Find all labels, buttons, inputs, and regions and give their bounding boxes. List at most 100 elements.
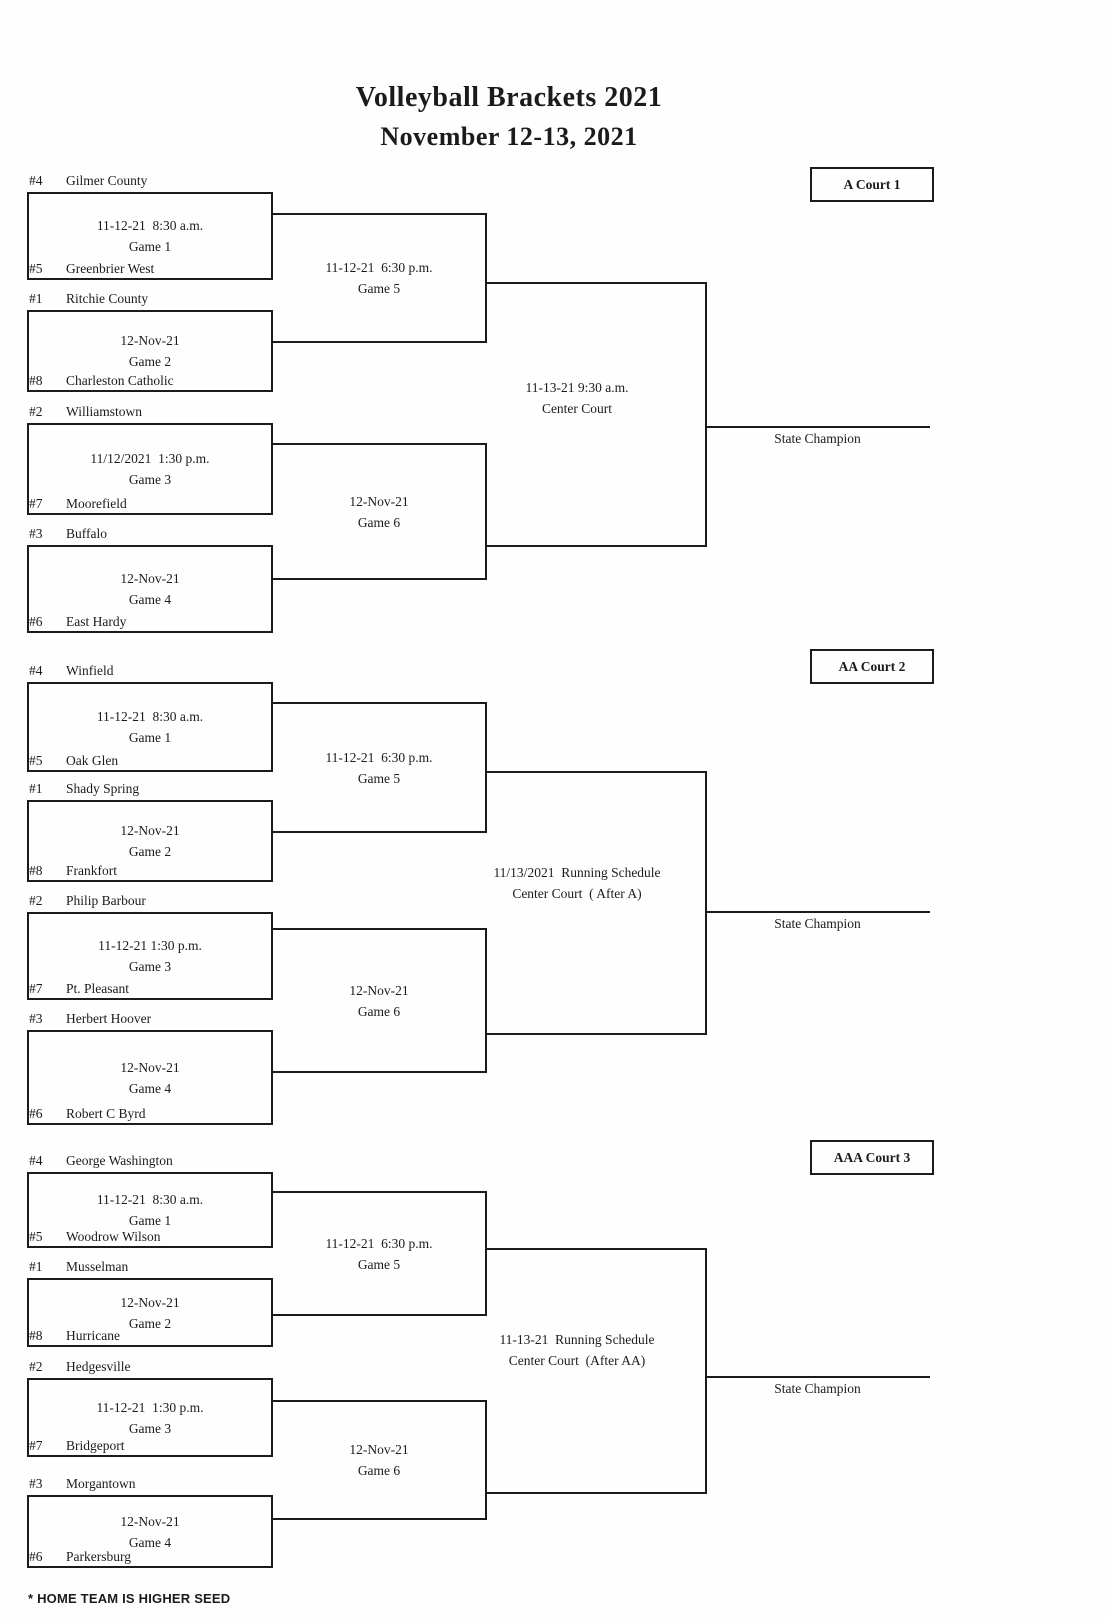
champion-line — [705, 1376, 930, 1378]
court-label: A Court 1 — [843, 176, 901, 192]
team-seed: #4 — [29, 1153, 43, 1168]
team-name: Philip Barbour — [66, 893, 146, 908]
game-when: 11-12-21 6:30 p.m. — [325, 1235, 433, 1251]
game-when: 12-Nov-21 — [349, 982, 409, 998]
game-label: Game 6 — [357, 1463, 401, 1478]
page-title: Volleyball Brackets 2021 — [355, 82, 663, 113]
team-seed: #8 — [29, 373, 43, 388]
game-3-info: 11/12/2021 1:30 p.m.Game 3 — [90, 448, 209, 490]
team-name: Parkersburg — [66, 1549, 131, 1564]
champion-label: State Champion — [774, 1381, 861, 1396]
game-label: Game 2 — [128, 844, 172, 859]
team-seed: #8 — [29, 1328, 43, 1343]
team-name: Williamstown — [66, 404, 142, 419]
team-name: Oak Glen — [66, 753, 119, 768]
team-row: #1 Shady Spring — [27, 781, 273, 800]
game-label: Game 2 — [128, 1315, 172, 1331]
team-seed: #4 — [29, 173, 43, 188]
semifinal-winner-line — [487, 545, 705, 547]
team-name: Hedgesville — [66, 1359, 131, 1374]
team-seed: #2 — [29, 893, 43, 908]
game-label: Game 3 — [128, 1420, 172, 1436]
game-when: 12-Nov-21 — [120, 333, 180, 348]
team-name: Frankfort — [66, 863, 117, 878]
game-1-box: 11-12-21 8:30 a.m.Game 1 — [27, 682, 273, 772]
final-when: 11-13-21 9:30 a.m. — [525, 380, 629, 395]
game-label: Game 4 — [128, 1534, 172, 1550]
game-3-info: 11-12-21 1:30 p.m.Game 3 — [98, 935, 202, 977]
game-3-box: 11-12-21 1:30 p.m.Game 3 — [27, 912, 273, 1000]
team-name: Buffalo — [66, 526, 107, 541]
game-when: 12-Nov-21 — [120, 571, 180, 586]
team-name: Winfield — [66, 663, 114, 678]
team-name: Gilmer County — [66, 173, 148, 188]
team-name: Woodrow Wilson — [66, 1229, 161, 1244]
game-1-box: 11-12-21 8:30 a.m.Game 1 — [27, 192, 273, 280]
game-5-box: 11-12-21 6:30 p.m. Game 5 — [273, 213, 487, 343]
game-5-info: 11-12-21 6:30 p.m.Game 5 — [325, 1233, 432, 1275]
team-seed: #6 — [29, 614, 43, 629]
game-5-box: 11-12-21 6:30 p.m.Game 5 — [273, 1191, 487, 1316]
footnote: * HOME TEAM IS HIGHER SEED — [28, 1591, 231, 1606]
game-label: Game 5 — [357, 281, 401, 296]
court-label-box: AA Court 2 — [810, 649, 934, 684]
team-row: #1 Musselman — [27, 1259, 273, 1278]
final-court: Center Court (After AA) — [508, 1353, 646, 1368]
team-name: Herbert Hoover — [66, 1011, 152, 1026]
team-seed: #7 — [29, 496, 43, 511]
team-seed: #3 — [29, 526, 43, 541]
team-row: #4 Winfield — [27, 663, 273, 682]
game-when: 11-12-21 1:30 p.m. — [96, 1399, 204, 1415]
game-label: Game 6 — [357, 1003, 401, 1019]
team-name: Moorefield — [66, 496, 127, 511]
team-seed: #3 — [29, 1476, 43, 1491]
team-seed: #4 — [29, 663, 43, 678]
team-name: Ritchie County — [66, 291, 149, 306]
semifinal-winner-line — [487, 1492, 705, 1494]
game-when: 12-Nov-21 — [120, 1059, 180, 1075]
team-name: Robert C Byrd — [66, 1106, 146, 1121]
game-1-info: 11-12-21 8:30 a.m.Game 1 — [97, 706, 203, 748]
game-3-box: 11-12-21 1:30 p.m. Game 3 — [27, 1378, 273, 1457]
team-seed: #5 — [29, 1229, 43, 1244]
team-seed: #1 — [29, 781, 43, 796]
final-court: Center Court ( After A) — [512, 886, 642, 901]
court-label-box: AAA Court 3 — [810, 1140, 934, 1175]
game-3-info: 11-12-21 1:30 p.m. Game 3 — [96, 1397, 203, 1439]
team-name: Hurricane — [66, 1328, 120, 1343]
team-seed: #1 — [29, 1259, 43, 1274]
game-1-info: 11-12-21 8:30 a.m.Game 1 — [97, 215, 203, 257]
game-when: 11-12-21 8:30 a.m. — [96, 218, 204, 233]
game-when: 11/12/2021 1:30 p.m. — [90, 451, 210, 466]
team-name: Greenbrier West — [66, 261, 155, 276]
team-name: Shady Spring — [66, 781, 140, 796]
game-label: Game 1 — [128, 1213, 172, 1228]
team-name: Musselman — [66, 1259, 129, 1274]
game-when: 11-12-21 6:30 p.m. — [325, 260, 433, 275]
champion-line — [705, 426, 930, 428]
team-seed: #3 — [29, 1011, 43, 1026]
game-when: 12-Nov-21 — [120, 823, 180, 838]
final-connector-line — [705, 282, 707, 547]
semifinal-winner-line — [487, 1248, 705, 1250]
final-connector-line — [705, 771, 707, 1035]
game-label: Game 6 — [357, 514, 401, 530]
game-when: 12-Nov-21 — [349, 1442, 409, 1457]
